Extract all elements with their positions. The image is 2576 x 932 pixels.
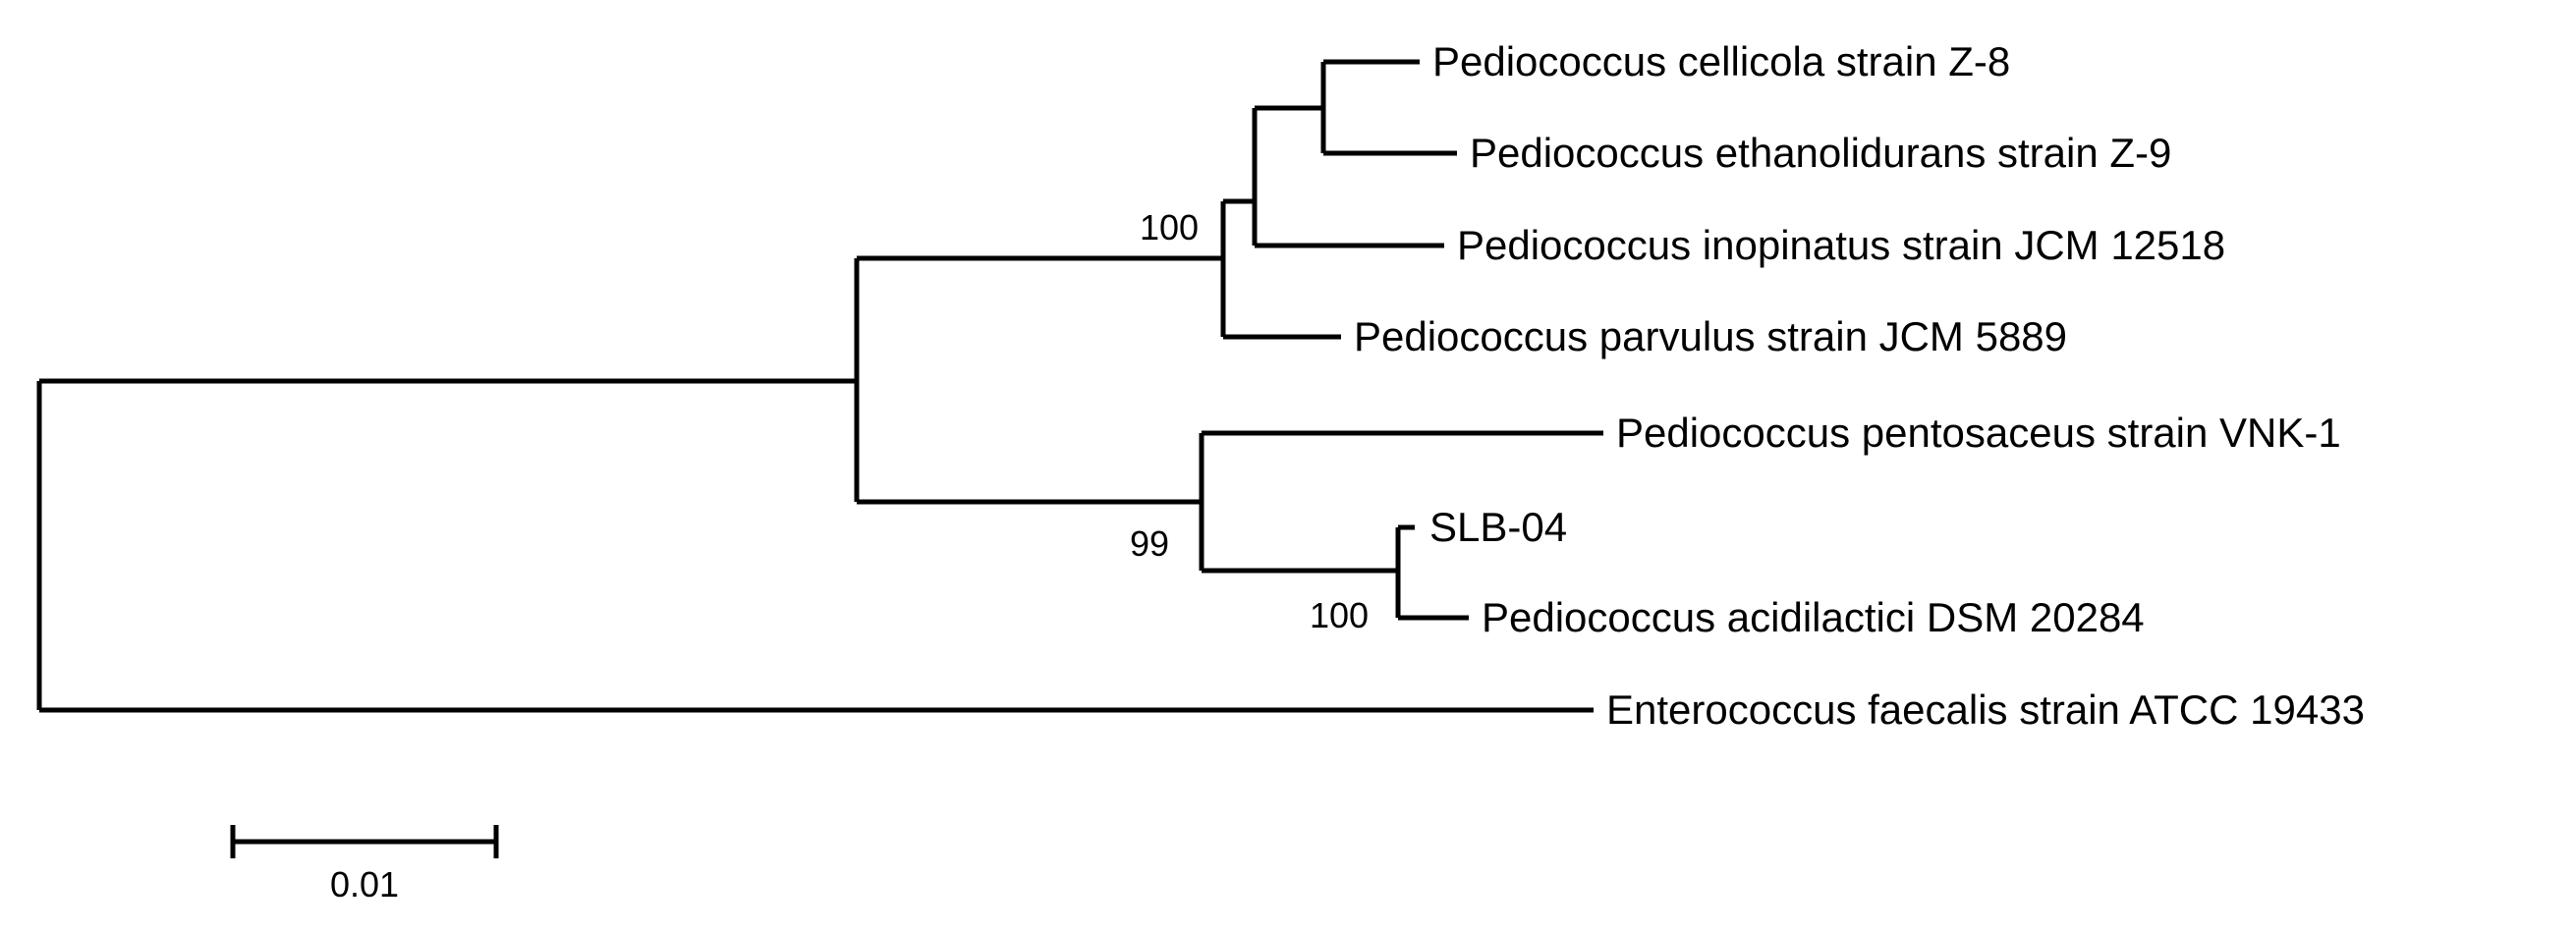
taxon-label-slb04: SLB-04 — [1429, 504, 1568, 550]
taxon-label-acidilactici: Pediococcus acidilactici DSM 20284 — [1482, 594, 2145, 640]
taxon-label-inopinatus: Pediococcus inopinatus strain JCM 12518 — [1457, 222, 2226, 268]
taxon-label-parvulus: Pediococcus parvulus strain JCM 5889 — [1354, 313, 2068, 359]
support-lower-clade: 99 — [1130, 523, 1170, 564]
support-upper-clade: 100 — [1140, 207, 1200, 247]
taxon-label-pentosaceus: Pediococcus pentosaceus strain VNK-1 — [1616, 410, 2341, 456]
scale-bar-label: 0.01 — [330, 864, 400, 905]
taxon-label-cellicola: Pediococcus cellicola strain Z-8 — [1432, 38, 2011, 84]
taxon-label-ethanolidurans: Pediococcus ethanolidurans strain Z-9 — [1470, 130, 2172, 176]
taxon-label-faecalis: Enterococcus faecalis strain ATCC 19433 — [1606, 686, 2365, 733]
internal-node-group — [36, 62, 1401, 710]
scale-bar-group — [230, 825, 499, 858]
tip-branch-group — [39, 59, 1603, 713]
support-slb-acidi: 100 — [1310, 595, 1370, 635]
